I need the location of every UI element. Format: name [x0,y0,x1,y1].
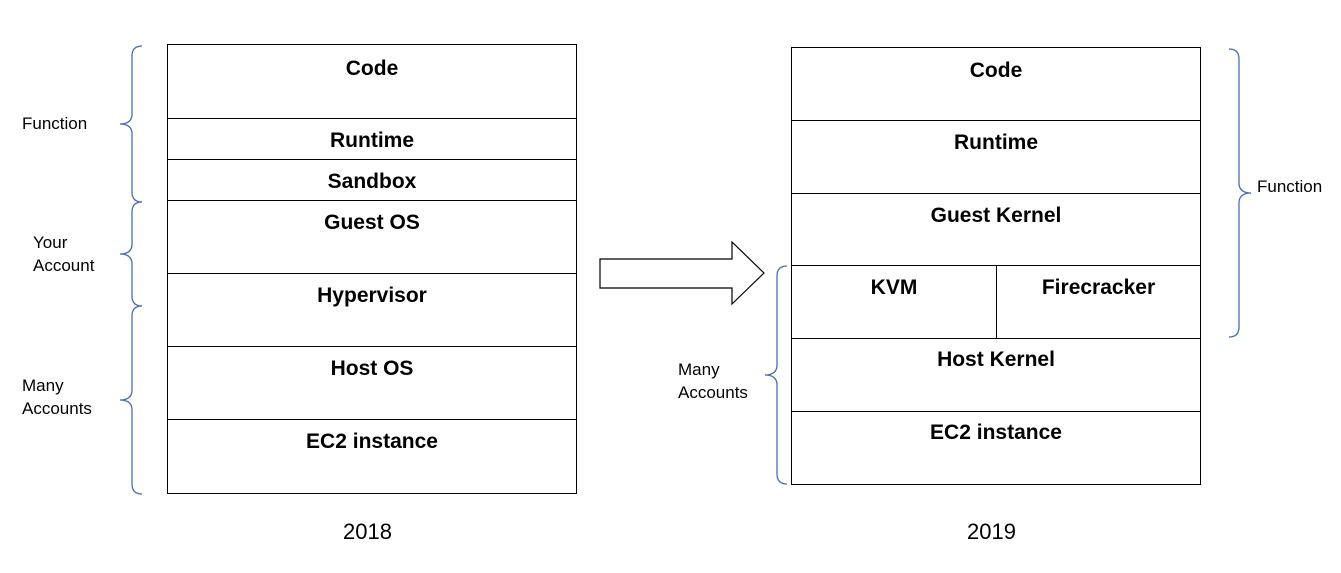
layer-code-label: Code [969,59,1023,82]
cell-kvm-label: KVM [870,276,918,299]
layer-runtime: Runtime [168,119,576,160]
group-label-many-accounts-2019: Many Accounts [678,360,748,402]
brace-many-accounts-2019 [764,265,788,485]
layer-sandbox-label: Sandbox [327,170,417,193]
layer-guest-os: Guest OS [168,201,576,274]
layer-code-label: Code [345,57,399,80]
layer-guest-kernel-label: Guest Kernel [930,204,1062,227]
cell-firecracker-label: Firecracker [1041,276,1156,299]
layer-guest-os-label: Guest OS [324,211,420,234]
layer-host-os-label: Host OS [330,357,414,380]
year-label-2019: 2019 [967,519,1016,544]
group-label-function-2018: Function [22,114,88,133]
layer-code: Code [792,48,1200,121]
layer-ec2-instance-label: EC2 instance [306,430,438,453]
layer-runtime: Runtime [792,121,1200,194]
layer-sandbox: Sandbox [168,160,576,201]
brace-function-2019 [1228,48,1252,338]
layer-host-os: Host OS [168,347,576,420]
brace-your-account-2018 [119,201,143,307]
transition-arrow [599,240,765,306]
group-label-many-accounts-2018: Many Accounts [22,376,92,418]
layer-code: Code [168,45,576,119]
layer-ec2-instance: EC2 instance [792,412,1200,484]
stack-2018: Code Runtime Sandbox Guest OS Hypervisor… [167,44,577,494]
stack-2019: Code Runtime Guest Kernel KVM Firecracke… [791,47,1201,485]
layer-runtime-label: Runtime [954,131,1038,154]
group-label-your-account-2018: Your Account [33,233,95,275]
layer-hypervisor-label: Hypervisor [317,284,427,307]
layer-guest-kernel: Guest Kernel [792,194,1200,266]
layer-ec2-instance: EC2 instance [168,420,576,493]
layer-host-kernel: Host Kernel [792,339,1200,412]
cell-kvm: KVM [792,266,997,338]
layer-hypervisor: Hypervisor [168,274,576,347]
layer-ec2-instance-label: EC2 instance [930,421,1062,444]
group-label-function-2019: Function [1257,177,1323,196]
brace-many-accounts-2018 [119,305,143,495]
cell-firecracker: Firecracker [997,266,1200,338]
brace-function-2018 [119,45,143,203]
layer-host-kernel-label: Host Kernel [937,348,1055,371]
layer-runtime-label: Runtime [330,129,414,152]
layer-virtualization: KVM Firecracker [792,266,1200,339]
year-label-2018: 2018 [343,519,392,544]
